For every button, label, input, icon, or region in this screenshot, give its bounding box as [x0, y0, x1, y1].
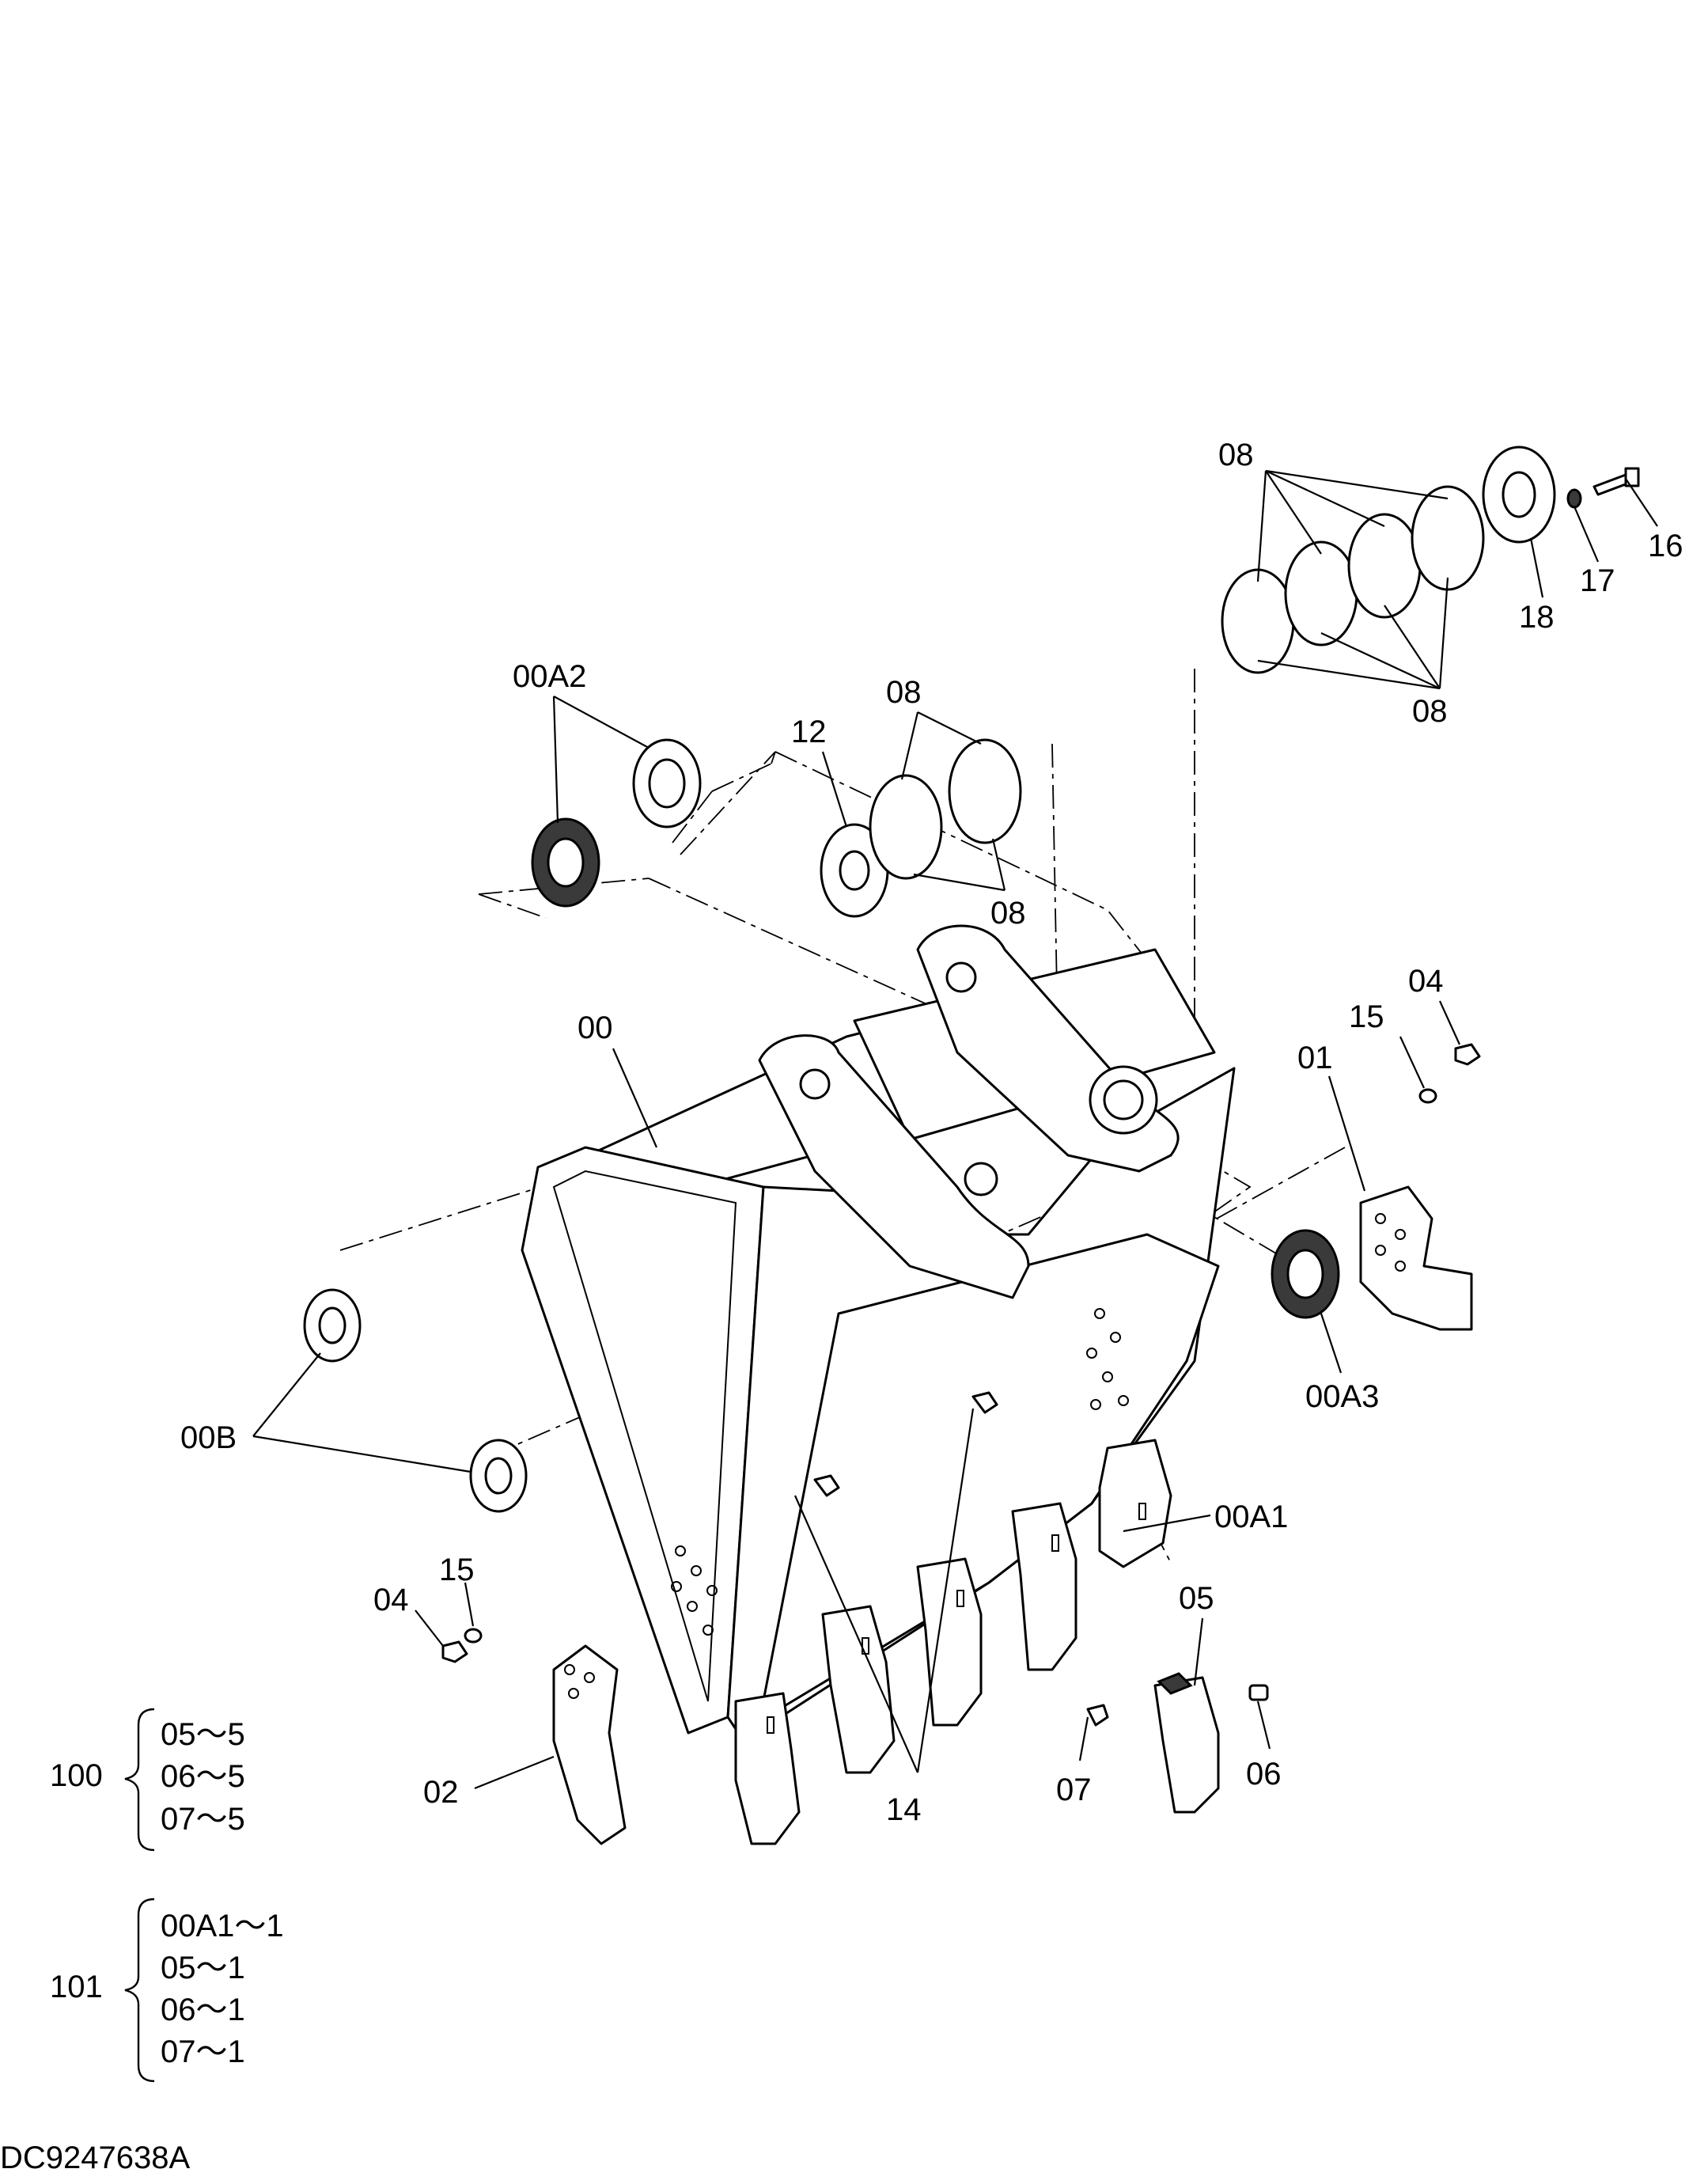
- callout-18: 18: [1519, 600, 1555, 635]
- bucket-teeth: [734, 1439, 1172, 1845]
- callout-01: 01: [1297, 1041, 1333, 1075]
- kit-101-item-2: 05～1: [161, 1951, 245, 1985]
- callout-17: 17: [1580, 563, 1615, 598]
- callout-02: 02: [423, 1775, 459, 1810]
- callout-16: 16: [1648, 529, 1683, 563]
- callout-14: 14: [886, 1792, 922, 1827]
- tooth-05-exploded: [1086, 1672, 1269, 1814]
- side-plate-bolt-holes: [671, 1308, 1129, 1636]
- side-cutter-01: [1359, 1185, 1473, 1331]
- bucket-body: [521, 924, 1236, 1742]
- callout-00: 00: [578, 1010, 613, 1045]
- callout-08-right: 08: [1412, 694, 1448, 729]
- kit-100: 100 05～5 06～5 07～5: [50, 1708, 245, 1852]
- kit-101-item-3: 06～1: [161, 1993, 245, 2027]
- callout-00A3: 00A3: [1305, 1379, 1379, 1414]
- washer-17: [1566, 488, 1582, 509]
- kit-101-item-4: 07～1: [161, 2034, 245, 2069]
- callout-08-top: 08: [1218, 438, 1254, 472]
- callout-08-mid-top: 08: [886, 675, 922, 710]
- callout-04-left: 04: [373, 1583, 409, 1617]
- fasteners: [441, 1043, 1481, 1663]
- kit-101-item-1: 00A1～1: [161, 1909, 284, 1943]
- kit-100-number: 100: [50, 1758, 103, 1793]
- kit-100-item-3: 07～5: [161, 1802, 245, 1837]
- side-cutter-02: [552, 1644, 627, 1845]
- kit-100-item-2: 06～5: [161, 1759, 245, 1794]
- callout-04-right: 04: [1408, 964, 1444, 999]
- kit-100-item-1: 05～5: [161, 1717, 245, 1752]
- shims-08-top: [1221, 485, 1485, 674]
- shims-08-mid: [869, 738, 1022, 880]
- bolt-16: [1592, 467, 1640, 496]
- callout-15-right: 15: [1349, 999, 1384, 1034]
- kit-101: 101 00A1～1 05～1 06～1 07～1: [50, 1898, 284, 2083]
- callout-00B: 00B: [180, 1420, 237, 1455]
- bushings: [303, 738, 1340, 1513]
- callout-15-left: 15: [439, 1553, 475, 1587]
- callout-00A2: 00A2: [513, 659, 586, 694]
- leader-lines: [252, 469, 1658, 1790]
- callout-05: 05: [1179, 1581, 1214, 1616]
- callout-12: 12: [791, 715, 827, 749]
- callout-08-mid-bottom: 08: [990, 896, 1026, 931]
- drawing-id: DC9247638A: [0, 2140, 190, 2175]
- kit-101-number: 101: [50, 1970, 103, 2004]
- callout-labels: 08 08 16 17 18 00A2 12 08 08 00 04 15 01…: [180, 438, 1683, 1827]
- end-plate-18: [1482, 446, 1556, 544]
- callout-07: 07: [1056, 1773, 1092, 1807]
- plate-12: [820, 823, 889, 918]
- callout-00A1: 00A1: [1214, 1500, 1288, 1534]
- callout-06: 06: [1246, 1757, 1282, 1792]
